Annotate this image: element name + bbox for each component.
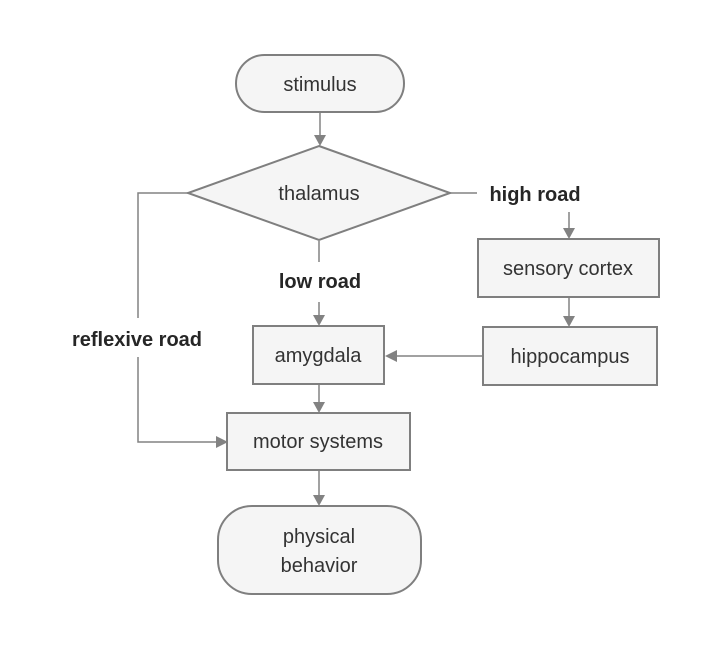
arrowhead-physical-behavior <box>313 495 325 506</box>
edge-reflexive-motor-systems <box>137 357 216 443</box>
arrowhead-hippocampus <box>563 316 575 327</box>
motor-systems-label: motor systems <box>253 431 383 453</box>
hippocampus-label: hippocampus <box>511 346 630 368</box>
thalamus-label: thalamus <box>278 183 359 205</box>
node-motor-systems: motor systems <box>226 412 411 471</box>
physical-behavior-label-line1: physical <box>283 526 355 548</box>
node-thalamus: thalamus <box>185 144 453 242</box>
arrowhead-amygdala-left <box>385 350 397 362</box>
arrowhead-motor-systems-top <box>313 402 325 413</box>
amygdala-label: amygdala <box>275 345 363 367</box>
node-physical-behavior: physical behavior <box>217 505 422 595</box>
hippocampus-shape <box>482 326 658 386</box>
arrowhead-stimulus-thalamus <box>314 135 326 146</box>
edge-label-high-road: high road <box>489 184 580 206</box>
stimulus-label: stimulus <box>283 74 356 96</box>
connectors <box>137 112 575 506</box>
arrowhead-amygdala-top <box>313 315 325 326</box>
edge-thalamus-reflexive-upper <box>137 192 188 318</box>
motor-systems-shape <box>226 412 411 471</box>
node-stimulus: stimulus <box>235 54 405 113</box>
node-hippocampus: hippocampus <box>482 326 658 386</box>
node-sensory-cortex: sensory cortex <box>477 238 660 298</box>
physical-behavior-label-line2: behavior <box>281 555 358 577</box>
node-amygdala: amygdala <box>252 325 385 385</box>
stimulus-shape <box>235 54 405 113</box>
arrowhead-motor-systems-left <box>216 436 228 448</box>
arrowhead-sensory-cortex <box>563 228 575 239</box>
sensory-cortex-label: sensory cortex <box>503 258 633 280</box>
amygdala-shape <box>252 325 385 385</box>
thalamus-shape <box>185 144 453 242</box>
sensory-cortex-shape <box>477 238 660 298</box>
edge-label-low-road: low road <box>279 271 361 293</box>
edge-label-reflexive-road: reflexive road <box>72 329 202 351</box>
edge-labels: high road low road reflexive road <box>72 184 581 351</box>
physical-behavior-shape <box>217 505 422 595</box>
